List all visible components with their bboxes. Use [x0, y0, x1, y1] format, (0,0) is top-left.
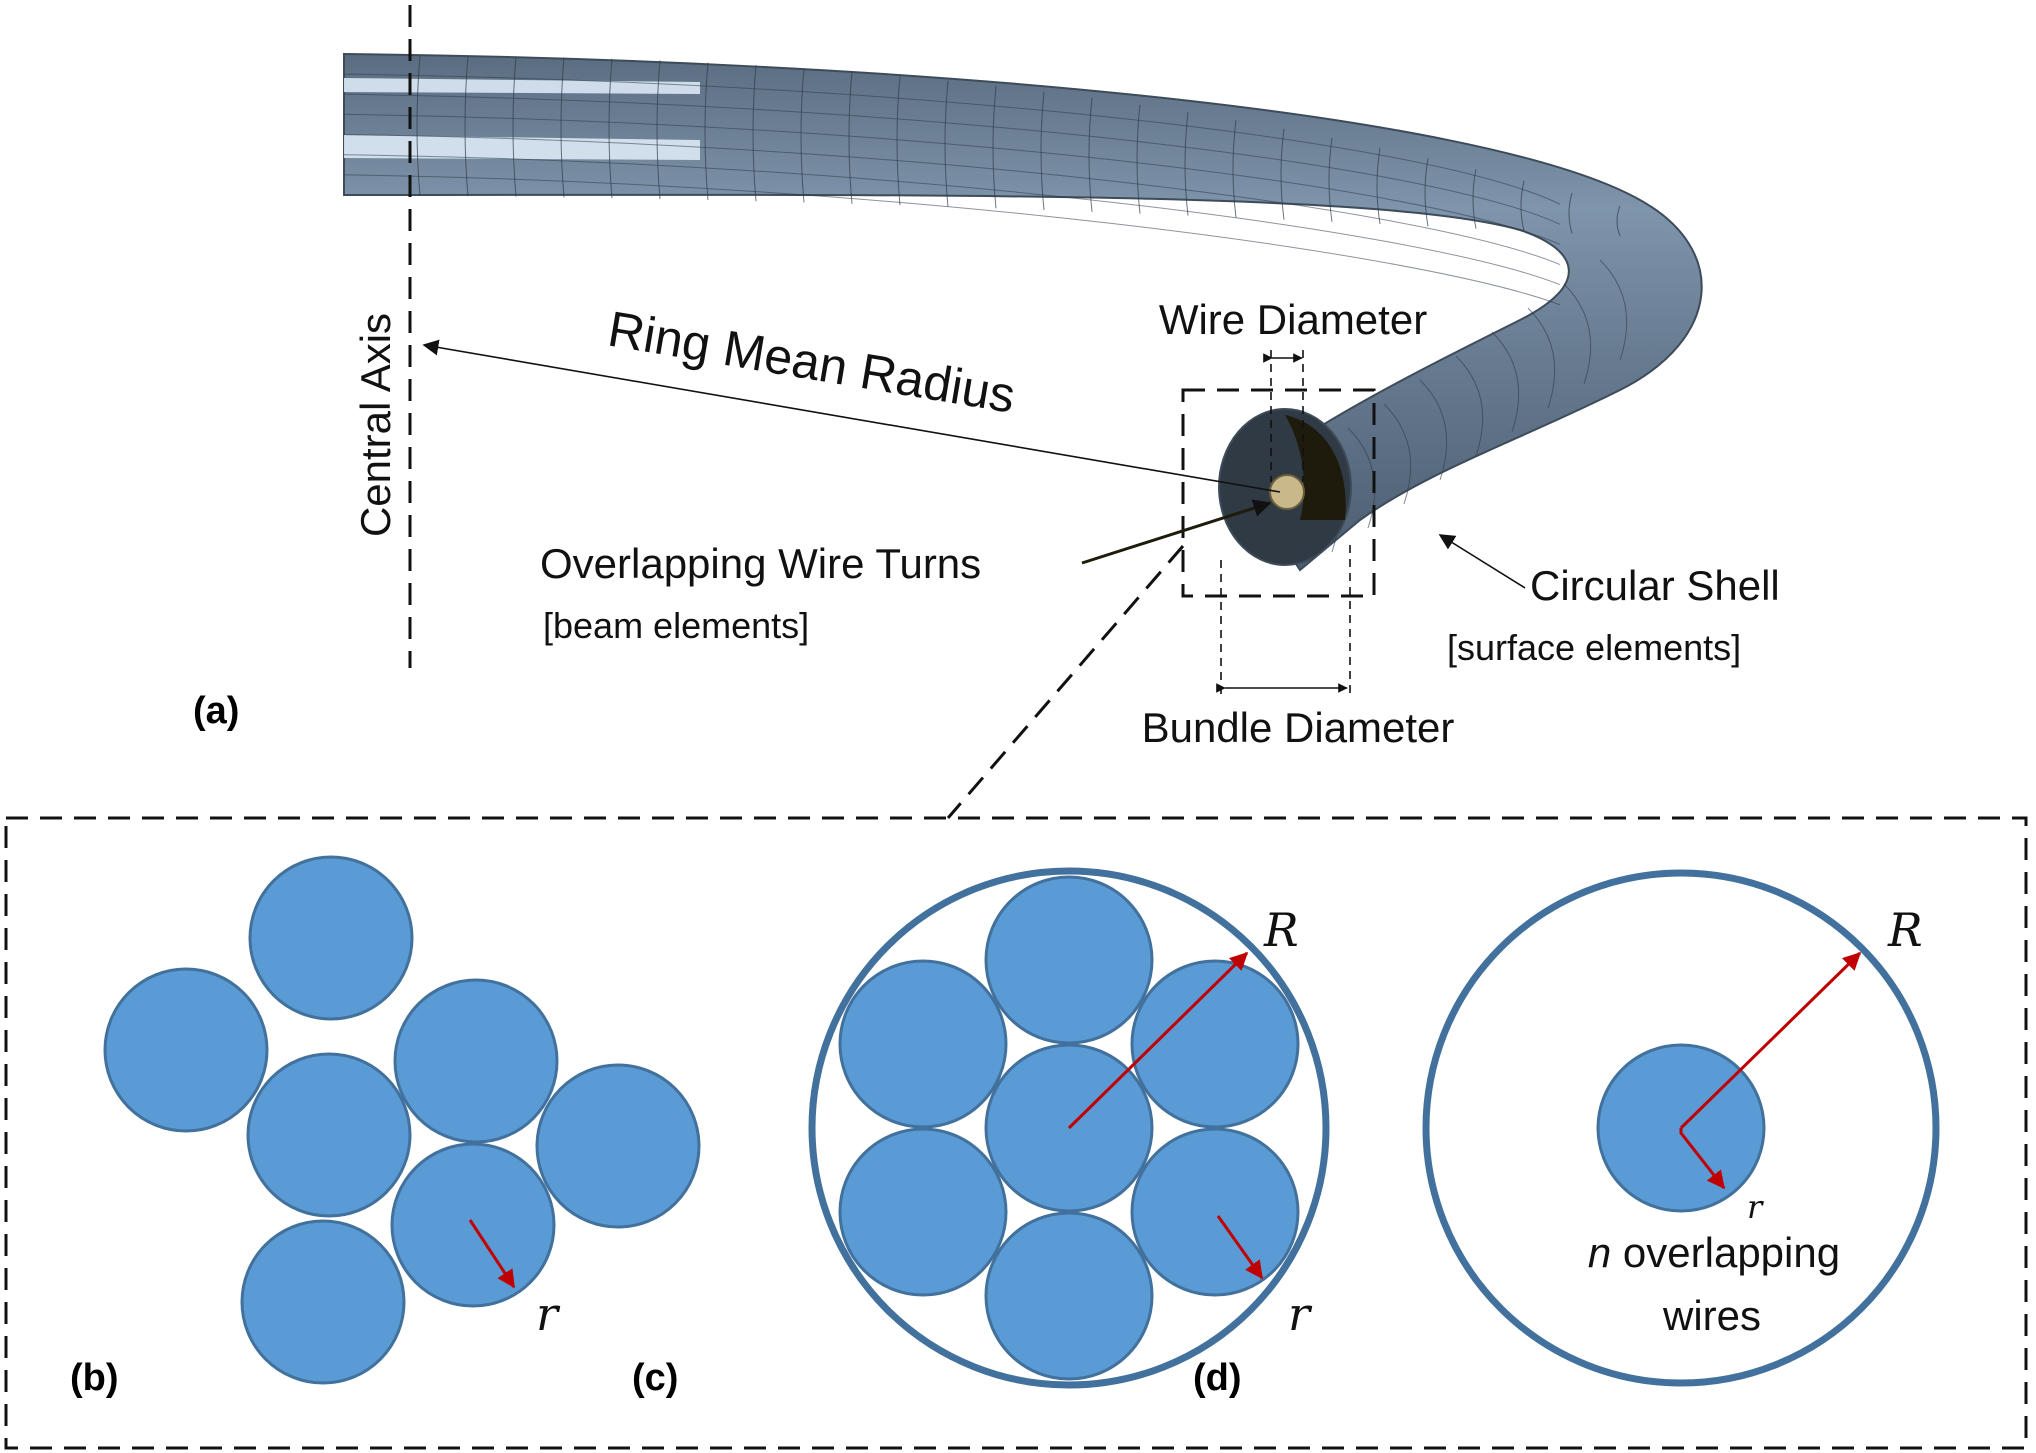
mesh-line: [1280, 128, 1285, 220]
mesh-line: [704, 62, 709, 201]
mesh-line: [1563, 283, 1592, 385]
panel-c-R-label: R: [1263, 903, 1299, 957]
panel-d-caption-line2: wires: [1662, 1292, 1761, 1339]
circular-shell-label: Circular Shell: [1530, 562, 1780, 609]
ring-mean-radius-label: Ring Mean Radius: [604, 301, 1019, 424]
mesh-line: [1455, 355, 1484, 457]
panel-c-tag: (c): [632, 1357, 678, 1399]
panel-c-r-label: r: [1288, 1287, 1313, 1341]
panel-d-big-radius-arrow: [1679, 951, 1862, 1130]
mesh-line: [464, 56, 469, 197]
zoom-box: [1181, 388, 1376, 598]
mesh-line: [1383, 403, 1412, 505]
overlapping-wire-turns-arrow: [1081, 499, 1272, 565]
tube-mesh: [343, 55, 1628, 553]
lower-panels-frame: [4, 816, 2028, 1450]
mesh-line: [343, 134, 1561, 266]
bundle-diameter-label: Bundle Diameter: [1142, 704, 1455, 751]
mesh-line: [896, 75, 901, 206]
mesh-line: [416, 55, 421, 197]
mesh-line: [1599, 259, 1628, 361]
mesh-line: [1568, 192, 1573, 234]
panel-c-big-radius-arrow: [1067, 951, 1249, 1130]
panel-b-tag: (b): [70, 1357, 119, 1399]
panel-d-n-symbol: n: [1588, 1229, 1611, 1276]
panel-d-r-label: r: [1747, 1188, 1764, 1226]
mesh-line: [1136, 104, 1141, 214]
mesh-line: [608, 58, 613, 199]
mesh-line: [1520, 180, 1525, 232]
beam-elements-label: [beam elements]: [543, 605, 809, 646]
mesh-line: [1472, 169, 1477, 229]
mesh-line: [343, 154, 1561, 286]
mesh-line: [1184, 112, 1189, 216]
wire-circle: [984, 875, 1154, 1045]
wire-circle: [240, 1219, 406, 1385]
surface-elements-label: [surface elements]: [1447, 627, 1741, 668]
tube-highlight: [344, 135, 700, 160]
wire-circle: [393, 978, 559, 1144]
mesh-line: [560, 57, 565, 198]
panel-d-shell-circle: [1422, 869, 1940, 1387]
panel-d-tag: (d): [1193, 1357, 1242, 1399]
zoom-connector: [946, 545, 1185, 819]
wire-circle: [535, 1063, 701, 1229]
mesh-line: [1040, 91, 1045, 211]
overlapping-wire-turns-label: Overlapping Wire Turns: [540, 540, 981, 587]
panel-c-wires: [838, 875, 1300, 1381]
central-axis-label: Central Axis: [352, 313, 399, 537]
panel-c-small-radius-arrow: [1216, 1215, 1264, 1280]
panel-a-tag: (a): [193, 690, 239, 732]
mesh-line: [800, 68, 805, 203]
tube-inner-wall: [1285, 415, 1346, 520]
panel-d-R-label: R: [1887, 903, 1923, 957]
mesh-line: [752, 65, 757, 202]
panel-d-caption-line1: n overlapping: [1588, 1229, 1840, 1276]
mesh-line: [1419, 379, 1448, 481]
mesh-line: [1527, 307, 1556, 409]
wire-circle: [838, 959, 1008, 1129]
panel-d-small-radius-arrow: [1679, 1128, 1726, 1190]
ring-mean-radius-arrow: [422, 339, 1281, 493]
beam-wire-bundle: [1269, 474, 1305, 510]
mesh-line: [512, 56, 517, 197]
panel-c-shell-circle: [808, 867, 1330, 1389]
wire-diameter-label: Wire Diameter: [1159, 296, 1427, 343]
panel-b-r-label: r: [536, 1287, 561, 1341]
panel-b-wires: [103, 855, 701, 1385]
mesh-line: [1616, 205, 1621, 237]
wire-circle: [1130, 1127, 1300, 1297]
wire-circle: [248, 855, 414, 1021]
wire-circle: [1130, 959, 1300, 1129]
mesh-line: [656, 60, 661, 200]
circular-shell-arrow: [1438, 534, 1526, 589]
mesh-line: [343, 73, 1561, 205]
panel-b-radius-arrow: [468, 1219, 516, 1289]
wire-circle: [246, 1052, 412, 1218]
wire-circle: [984, 1211, 1154, 1381]
mesh-line: [343, 113, 1561, 245]
mesh-line: [343, 174, 1561, 306]
wire-circle: [838, 1127, 1008, 1297]
torus-tube: [343, 52, 1703, 572]
panel-d-caption-text: overlapping: [1611, 1229, 1840, 1276]
mesh-line: [992, 85, 997, 209]
mesh-line: [1232, 120, 1237, 218]
mesh-line: [1491, 331, 1520, 433]
mesh-line: [848, 71, 853, 204]
mesh-line: [343, 93, 1561, 225]
wire-circle: [103, 967, 269, 1133]
tube-body: [343, 52, 1703, 572]
